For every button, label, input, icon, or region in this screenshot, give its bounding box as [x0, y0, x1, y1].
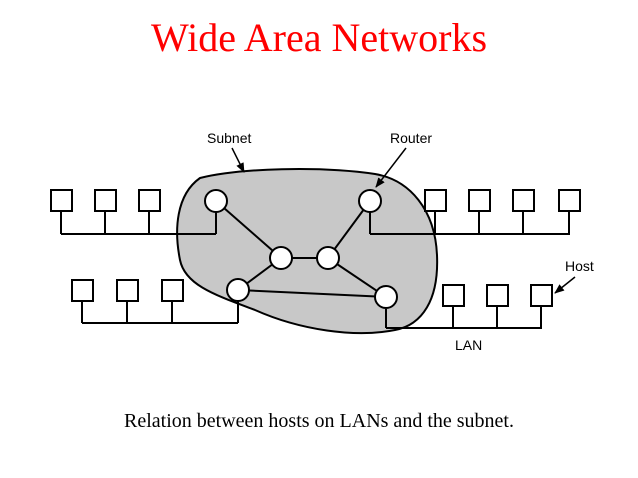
router-label: Router	[390, 130, 432, 146]
routers	[204, 189, 398, 309]
router-node	[358, 189, 382, 213]
lan-bottom-right	[385, 284, 553, 329]
lan-label: LAN	[455, 337, 482, 353]
subnet-label: Subnet	[207, 130, 251, 146]
router-node	[269, 246, 293, 270]
subnet-pointer	[231, 147, 245, 173]
lan-top-right	[369, 189, 581, 235]
router-pointer	[375, 147, 407, 188]
router-node	[204, 189, 228, 213]
router-node	[226, 278, 250, 302]
slide-caption: Relation between hosts on LANs and the s…	[124, 410, 514, 432]
lan-bottom-left	[71, 279, 239, 324]
host-label: Host	[565, 258, 594, 274]
host-pointer	[554, 276, 576, 294]
router-node	[316, 246, 340, 270]
slide-title: Wide Area Networks	[150, 15, 488, 60]
lan-top-left	[50, 189, 217, 235]
router-node	[374, 285, 398, 309]
